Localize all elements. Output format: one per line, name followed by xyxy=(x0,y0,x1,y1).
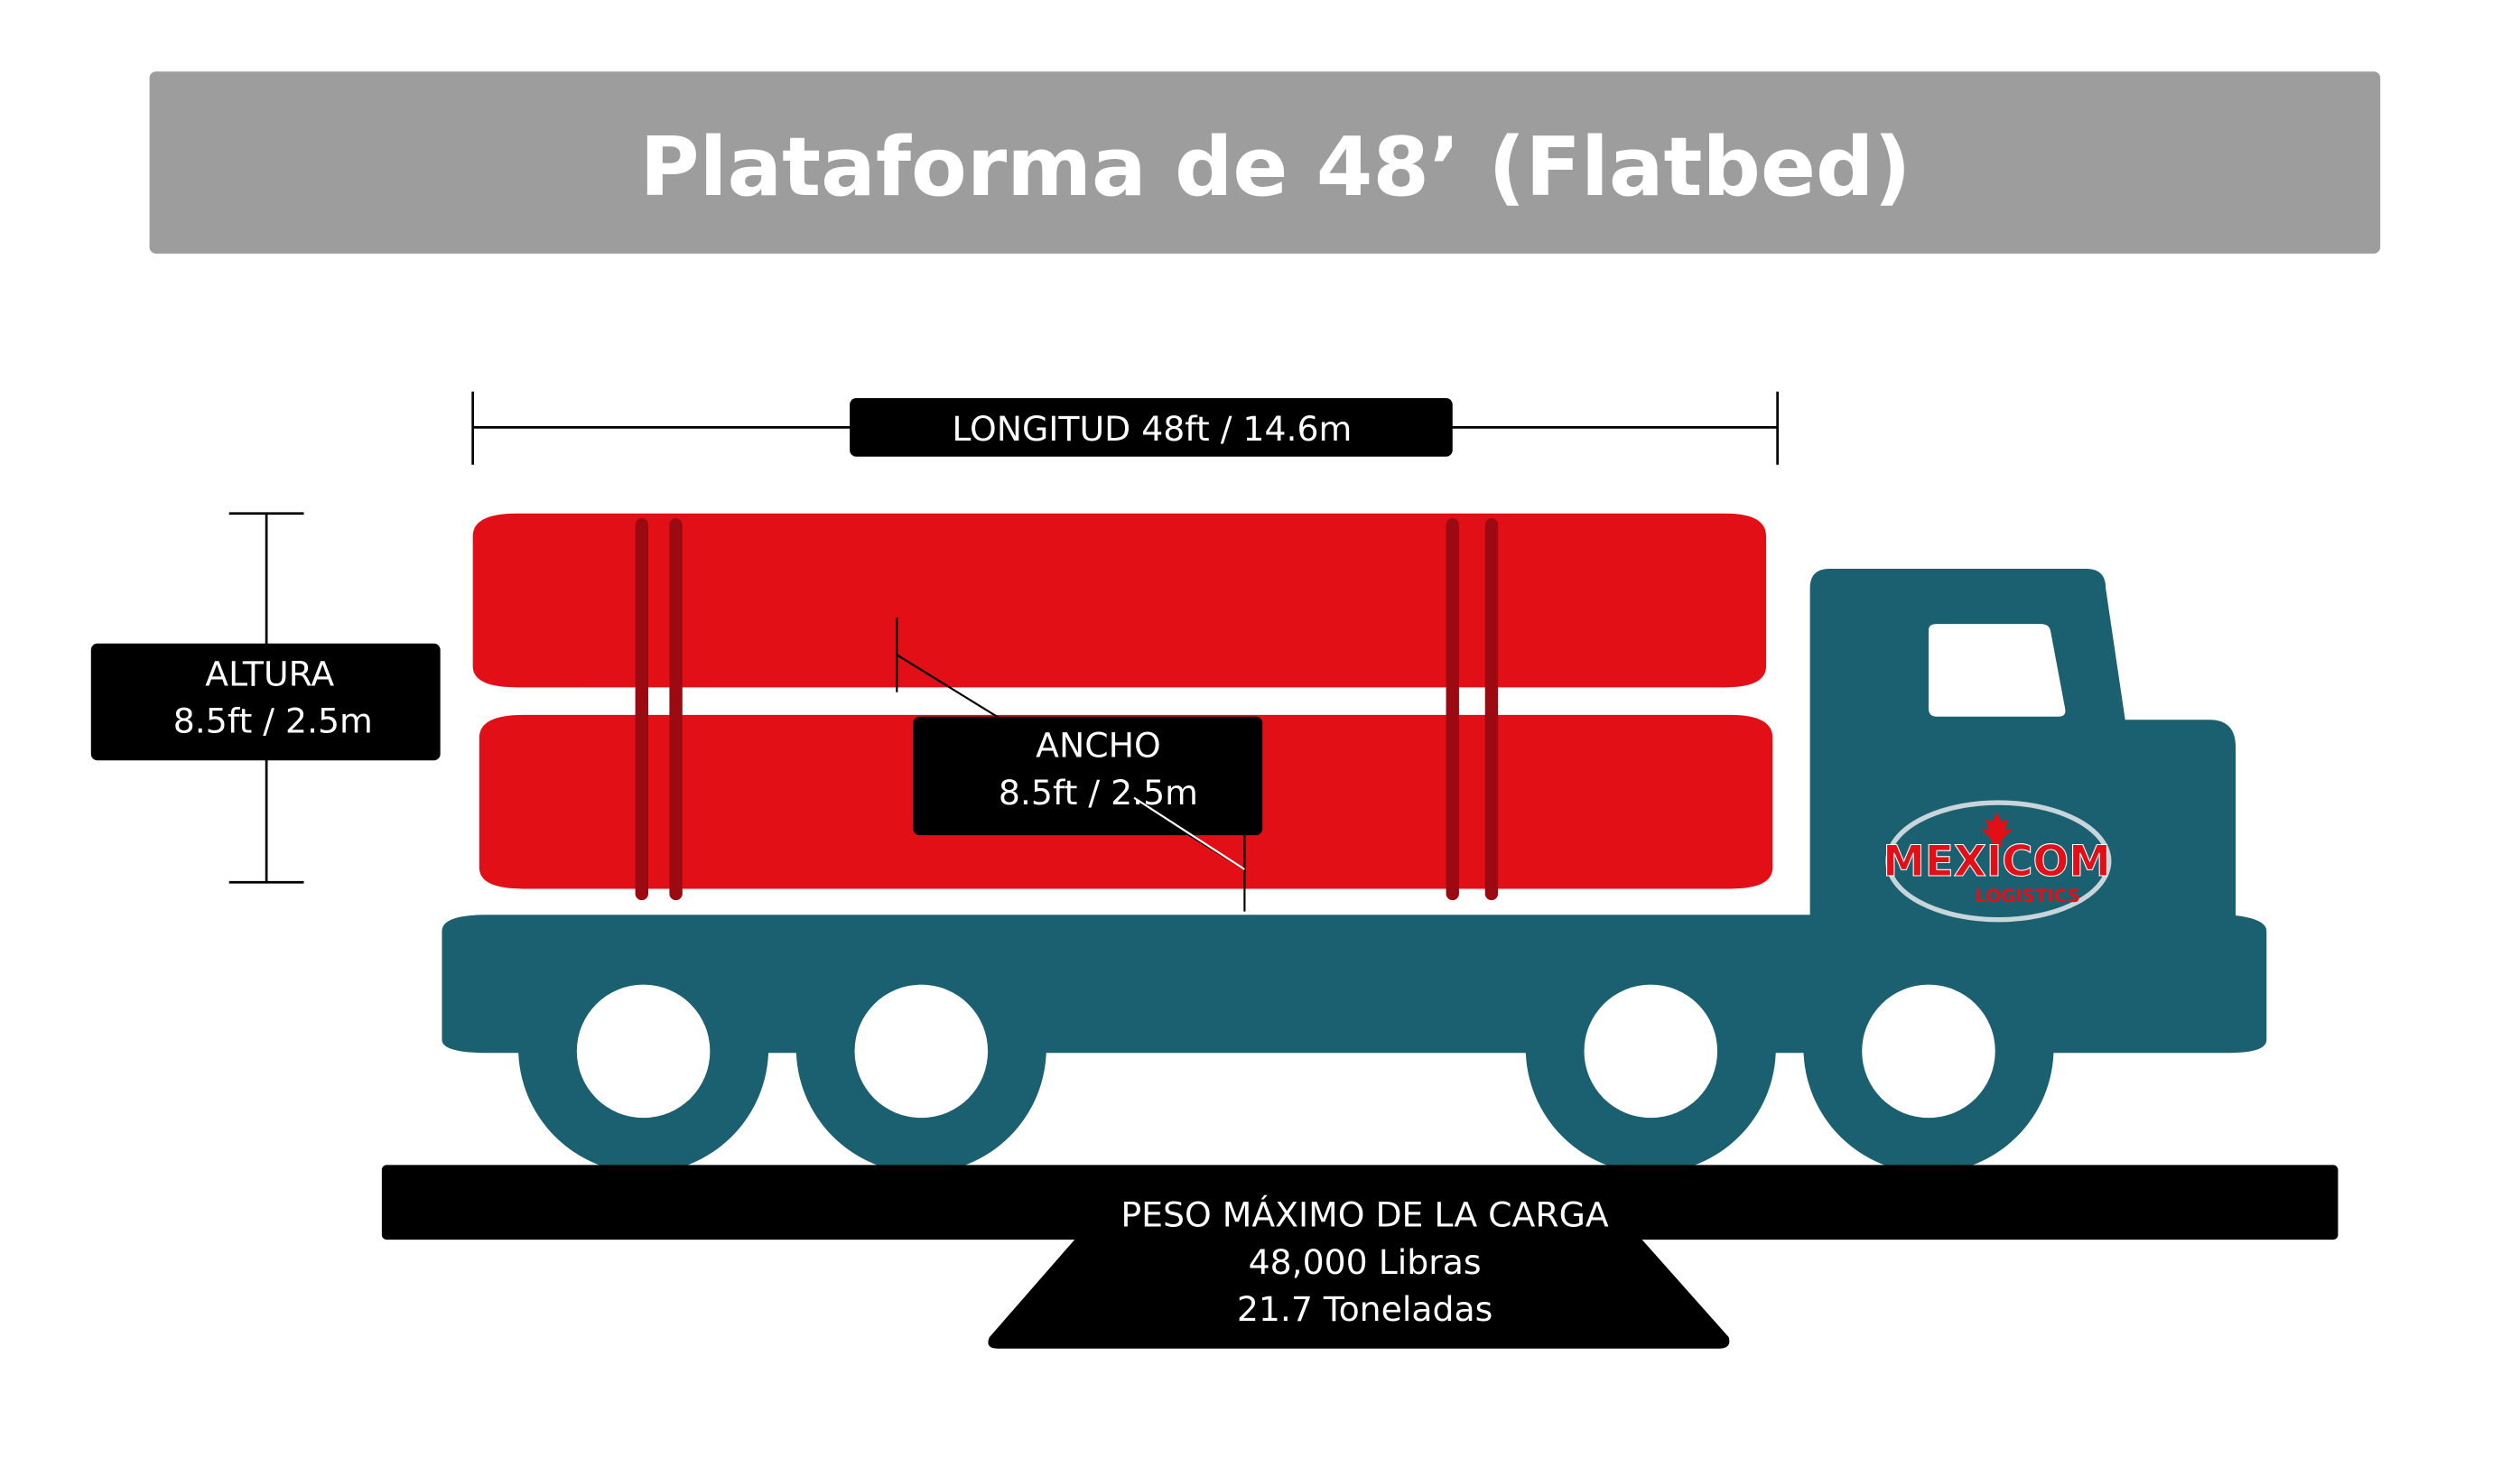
page-title: Plataforma de 48’ (Flatbed) xyxy=(640,120,1911,215)
wheel-hub xyxy=(1862,984,1995,1119)
wheel-hub xyxy=(1584,984,1718,1119)
width-label-box xyxy=(913,716,1263,836)
weight-label-pounds: 48,000 Libras xyxy=(1249,1242,1482,1282)
height-dimension: ALTURA 8.5ft / 2.5m xyxy=(90,512,441,884)
weight-label-title: PESO MÁXIMO DE LA CARGA xyxy=(1121,1195,1608,1235)
truck: MEXICOM LOGISTICS xyxy=(442,568,2267,1174)
scale-base xyxy=(988,1234,1730,1349)
wheel-hub xyxy=(854,984,989,1119)
height-label-value: 8.5ft / 2.5m xyxy=(173,701,373,741)
width-label-value: 8.5ft / 2.5m xyxy=(999,773,1198,813)
length-dimension: LONGITUD 48ft / 14.6m xyxy=(471,391,1779,465)
cargo xyxy=(472,513,1773,901)
company-logo: MEXICOM LOGISTICS xyxy=(1883,800,2112,923)
width-diagonal-overlay xyxy=(1133,796,1245,870)
title-background xyxy=(149,71,2381,254)
scale-beam xyxy=(381,1165,2339,1240)
truck-cab xyxy=(1809,568,2236,918)
strap xyxy=(669,518,683,901)
length-label-box xyxy=(850,398,1453,457)
height-label-box xyxy=(90,643,441,761)
strap xyxy=(635,518,648,901)
width-dimension: ANCHO 8.5ft / 2.5m xyxy=(896,617,1263,912)
wheel-hub xyxy=(576,984,711,1119)
logo-swoosh xyxy=(1885,800,2112,923)
weight-scale: PESO MÁXIMO DE LA CARGA 48,000 Libras 21… xyxy=(381,1165,2339,1349)
maple-leaf-icon xyxy=(1980,812,2013,847)
logo-name: MEXICOM xyxy=(1883,838,2111,887)
height-label-title: ALTURA xyxy=(205,655,334,694)
cargo-top xyxy=(472,513,1767,688)
strap xyxy=(1446,518,1459,901)
logo-subtitle: LOGISTICS xyxy=(1975,886,2080,906)
weight-label-tons: 21.7 Toneladas xyxy=(1237,1289,1492,1329)
length-label: LONGITUD 48ft / 14.6m xyxy=(952,409,1352,449)
cab-window xyxy=(1928,624,2066,717)
title-bar: Plataforma de 48’ (Flatbed) xyxy=(149,71,2381,254)
width-label-title: ANCHO xyxy=(1036,726,1161,766)
strap xyxy=(1484,518,1499,901)
